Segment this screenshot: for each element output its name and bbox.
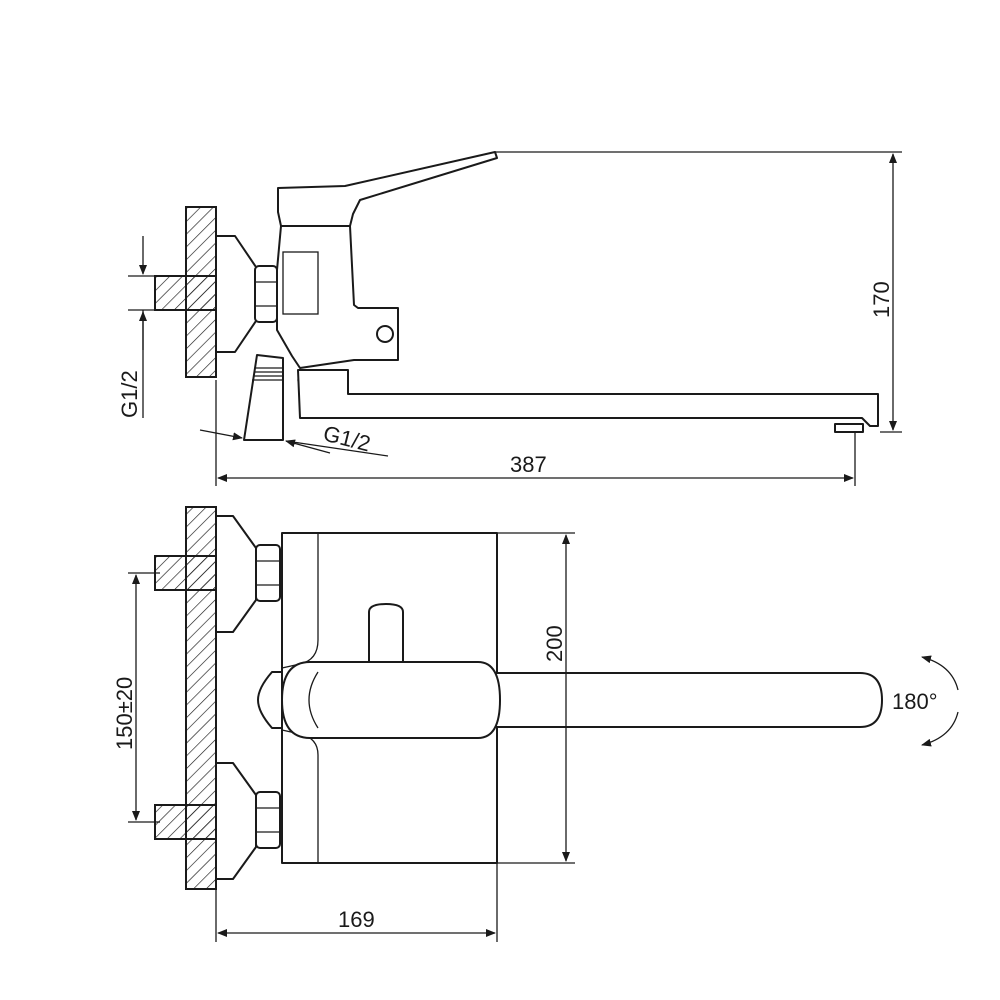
rotation-arc-upper (921, 655, 959, 691)
escutcheon-upper (215, 515, 257, 633)
rotation-arc-lower (921, 711, 959, 747)
dim-spacing: 150±20 (112, 677, 137, 750)
nut-lower (255, 791, 281, 849)
diverter-knob-hole (376, 325, 394, 343)
spout (297, 369, 879, 427)
inlet-pipe-lower (154, 804, 218, 840)
dim-length: 387 (510, 452, 547, 477)
lever-handle (277, 151, 498, 227)
inlet-pipe (154, 275, 218, 311)
mixer-body (276, 225, 399, 369)
nut-upper (255, 544, 281, 602)
diverter-knob-top (368, 603, 404, 669)
dim-width: 169 (338, 907, 375, 932)
dim-depth: 200 (542, 625, 567, 662)
body-window (282, 251, 319, 315)
dim-thread-outlet: G1/2 (321, 421, 373, 457)
spout-top (494, 672, 883, 728)
side-view: G1/2 G1/2 170 387 (117, 151, 902, 486)
lever-handle-top (281, 661, 501, 739)
center-hub (257, 671, 283, 729)
aerator (834, 423, 864, 433)
dim-thread-wall: G1/2 (117, 370, 142, 418)
top-view: 180° 200 150±20 169 (112, 506, 959, 942)
inlet-pipe-upper (154, 555, 218, 591)
dim-height: 170 (869, 281, 894, 318)
escutcheon-lower (215, 762, 257, 880)
escutcheon-flange (215, 235, 259, 353)
union-nut (254, 265, 278, 323)
dim-rotation: 180° (892, 689, 938, 714)
